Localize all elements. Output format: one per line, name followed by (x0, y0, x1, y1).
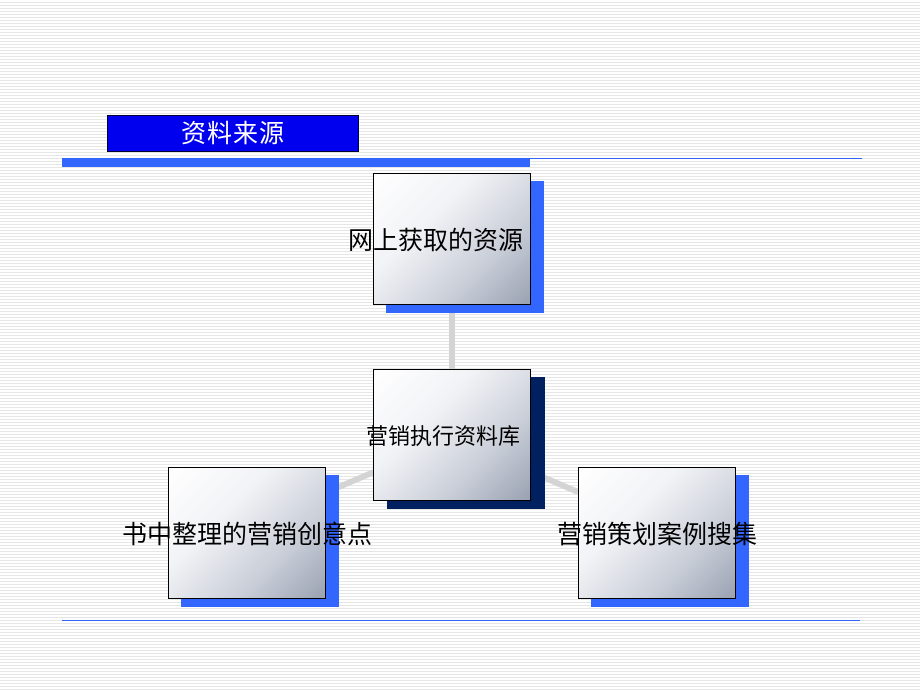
node-center-box (373, 369, 531, 501)
node-top-label: 网上获取的资源 (348, 226, 524, 255)
node-center-label: 营销执行资料库 (366, 425, 521, 450)
node-right-box (578, 467, 736, 599)
slide-title: 资料来源 (107, 115, 359, 152)
node-top-box (373, 173, 531, 305)
bottom-rule (62, 620, 860, 621)
node-left-label: 书中整理的营销创意点 (122, 520, 373, 549)
node-right-label: 营销策划案例搜集 (557, 520, 758, 549)
node-left-box (168, 467, 326, 599)
title-underline-bar (62, 158, 530, 167)
title-underline-rule (530, 158, 862, 159)
